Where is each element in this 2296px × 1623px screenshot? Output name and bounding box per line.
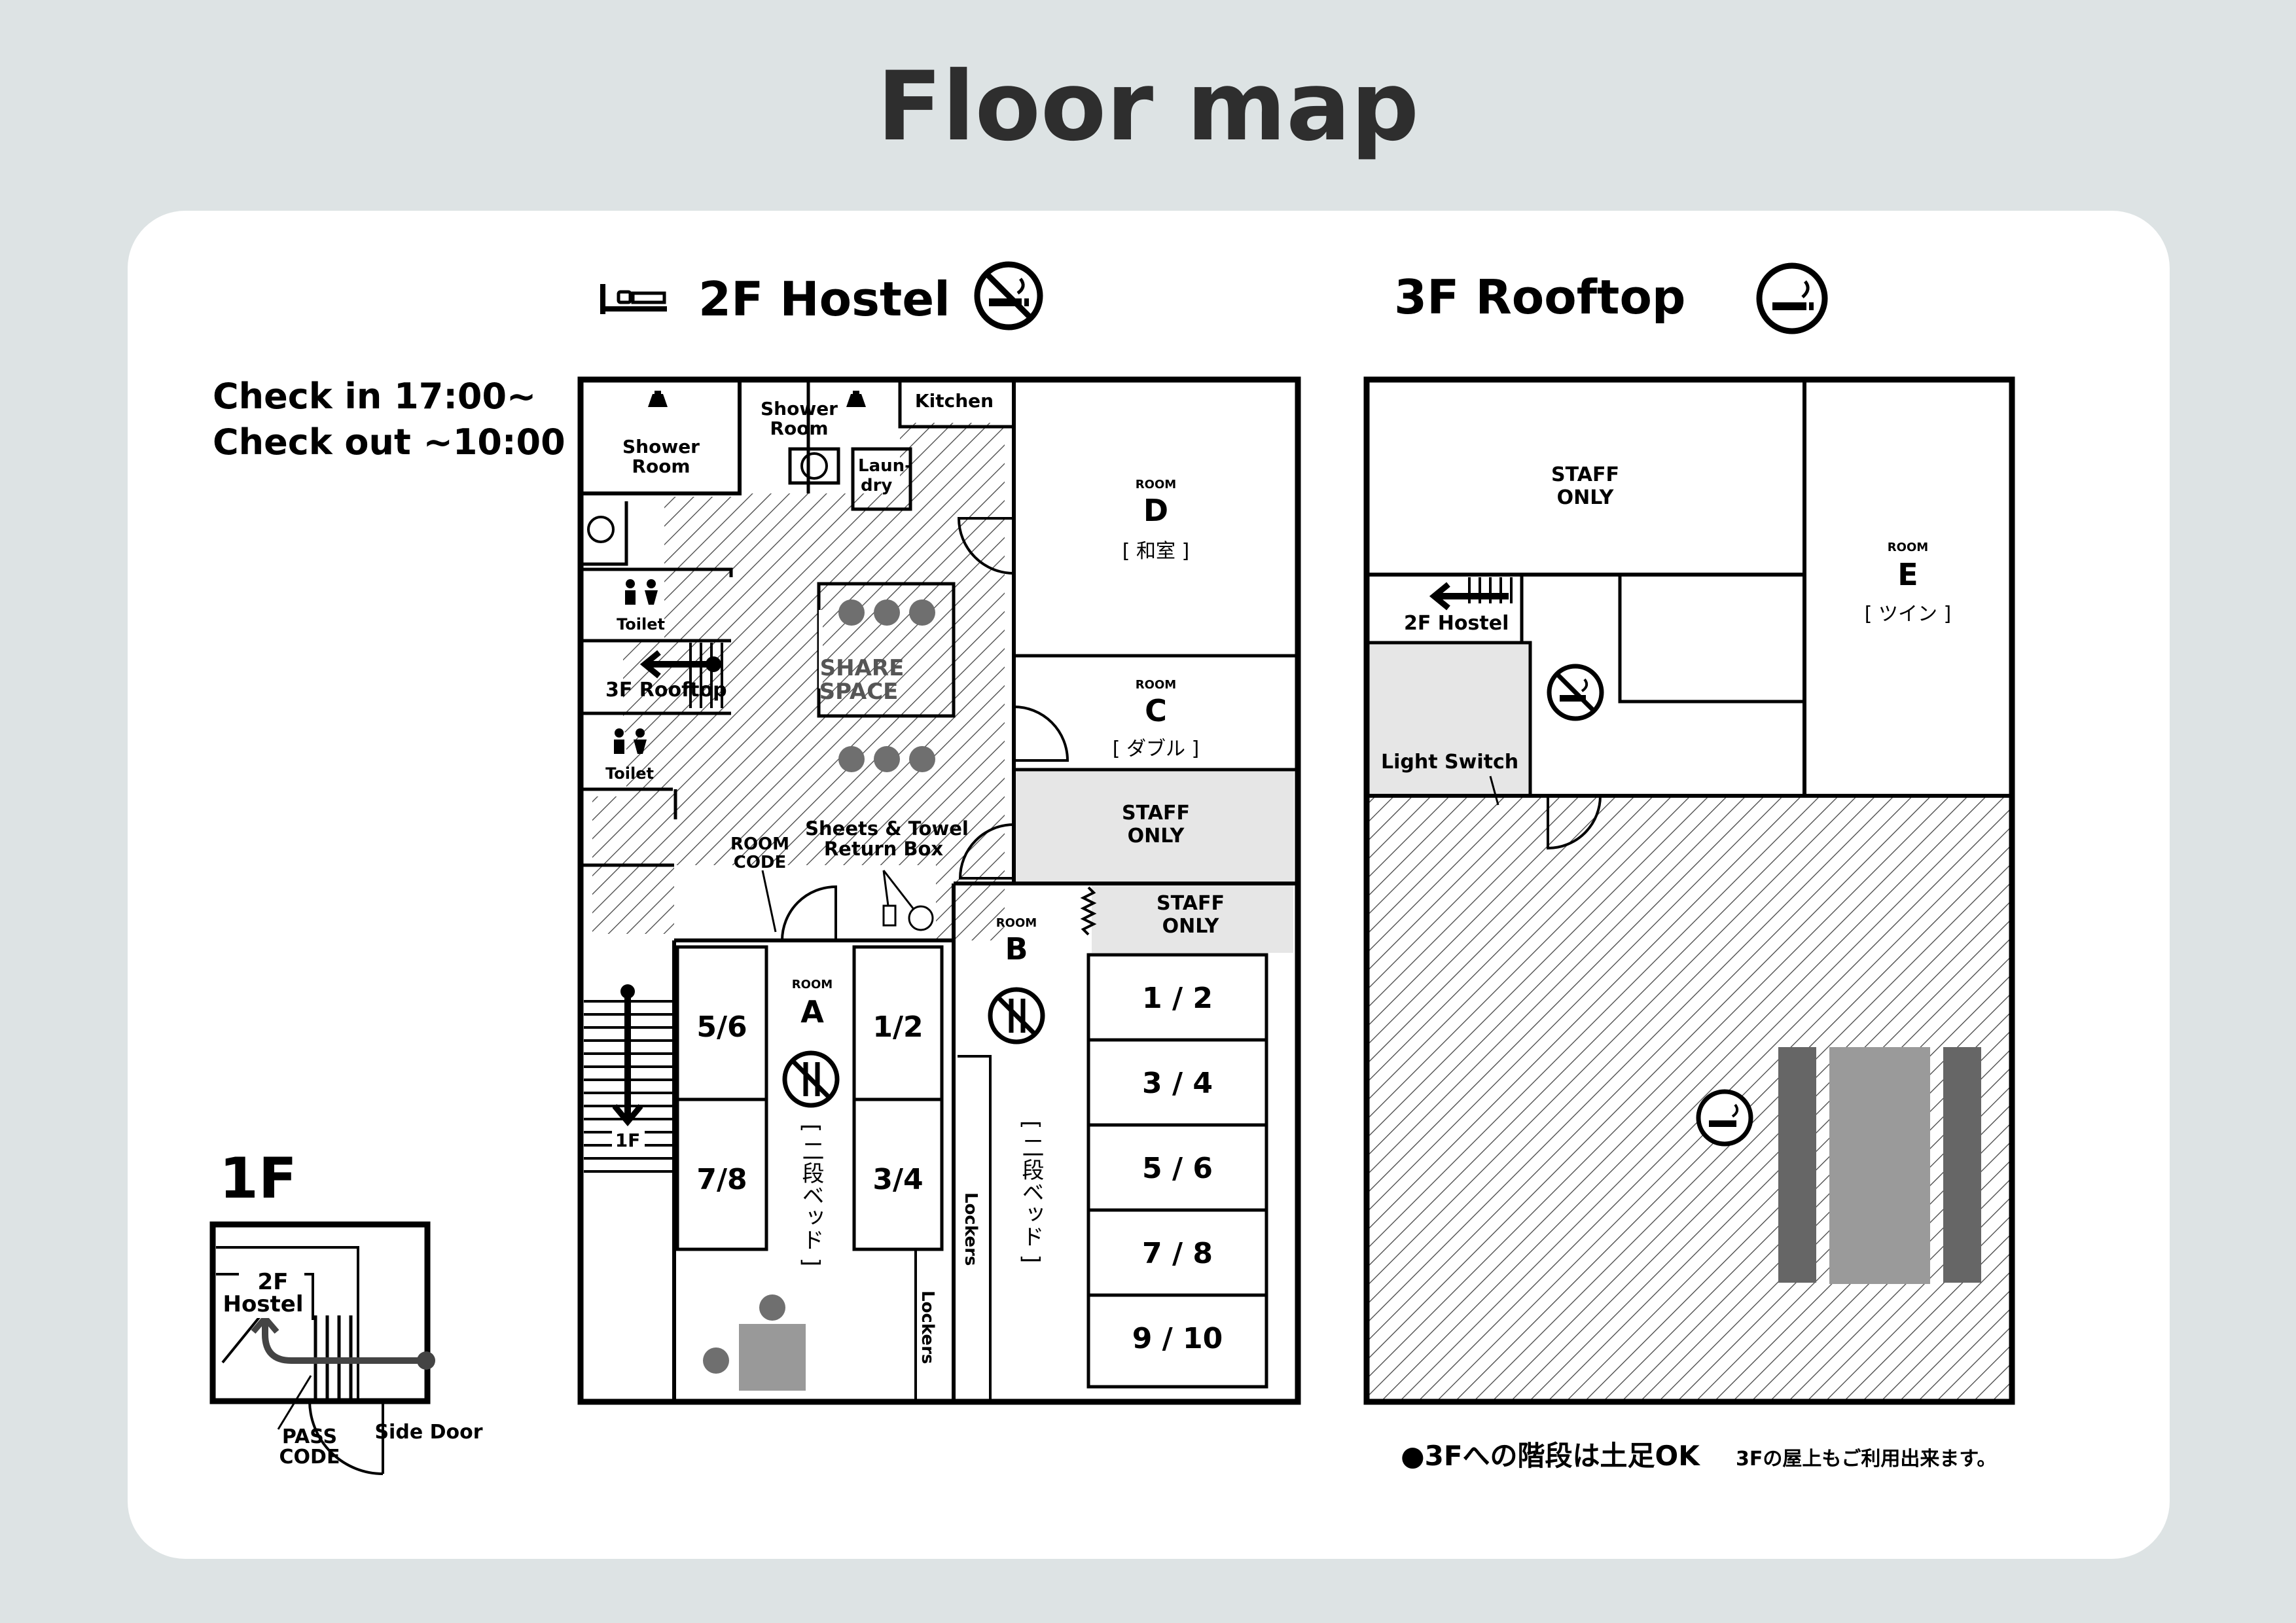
room-c-type: [ ダブル ] [1113, 738, 1199, 760]
1f-stair-label: Hostel [223, 1291, 303, 1317]
room-c-label: C [1145, 693, 1167, 728]
no-food-icon [988, 987, 1045, 1044]
shower-room-label: Room [632, 455, 690, 477]
floor3-heading: 3F Rooftop [1394, 270, 1685, 325]
floor3-plan: STAFF ONLY ROOM E [ ツイン ] 2F Hostel Ligh… [1363, 376, 2015, 1472]
bed-label-a: 3/4 [872, 1163, 923, 1196]
staff-only-label: ONLY [1557, 486, 1615, 509]
1f-stair-label: 1F [615, 1130, 641, 1151]
floor1-plan: 1F 2F Hostel PASS CODE Side Door [209, 1146, 483, 1475]
floor2-plan: Shower Room Shower Room Kitchen Laun- dr… [577, 376, 1301, 1405]
shower-room-label: Shower [622, 436, 700, 457]
bed-label-b: 5 / 6 [1142, 1152, 1213, 1185]
check-in-text: Check in 17:00~ [213, 376, 536, 417]
room-b-label: B [1005, 931, 1028, 967]
room-e-type: [ ツイン ] [1865, 603, 1951, 626]
footnote: 3Fの屋上もご利用出来ます。 [1736, 1448, 1996, 1471]
lockers-label: Lockers [918, 1291, 937, 1364]
return-box-label: Sheets & Towel [805, 817, 969, 840]
smoking-icon [1756, 262, 1828, 334]
staff-only-label: STAFF [1551, 463, 1619, 486]
pass-code-label: PASS [282, 1425, 337, 1448]
room-c-label: ROOM [1136, 678, 1176, 692]
staff-only-label: ONLY [1162, 915, 1220, 938]
light-switch-label: Light Switch [1381, 751, 1518, 774]
floor-map: Check in 17:00~ Check out ~10:00 2F Host… [209, 261, 2015, 1475]
share-space-label: SPACE [819, 679, 899, 705]
room-code-label: ROOM [730, 834, 789, 854]
staff-only-label: STAFF [1122, 802, 1190, 825]
smoking-icon [1696, 1089, 1753, 1147]
room-a-type: [ 二段ベッド ] [798, 1124, 824, 1266]
bed-label-b: 9 / 10 [1132, 1322, 1223, 1355]
room-b-type: [ 二段ベッド ] [1018, 1120, 1044, 1263]
room-d-type: [ 和室 ] [1122, 540, 1189, 563]
bed-label-b: 3 / 4 [1142, 1067, 1213, 1100]
toilet-label: Toilet [617, 615, 665, 633]
no-smoking-icon [974, 261, 1043, 330]
room-code-label: CODE [734, 853, 787, 872]
share-space-label: SHARE [820, 655, 905, 681]
no-smoking-icon [1547, 664, 1604, 721]
rooftop-stair-label: 3F Rooftop [605, 679, 727, 702]
laundry-label: dry [861, 476, 892, 495]
arrow-icon [612, 984, 643, 1127]
2f-stair-label: 2F Hostel [1404, 612, 1509, 635]
bed-label-b: 1 / 2 [1142, 982, 1213, 1015]
floor1-heading: 1F [219, 1146, 297, 1211]
shower-icon [648, 391, 866, 407]
shower-room-label: Shower [761, 398, 838, 419]
arrow-icon [251, 1313, 435, 1370]
shower-room-label: Room [770, 418, 828, 439]
bed-label-a: 5/6 [696, 1010, 747, 1044]
kitchen-label: Kitchen [915, 390, 994, 412]
return-box-label: Return Box [824, 838, 944, 860]
bed-icon [600, 284, 667, 314]
floor2-heading: 2F Hostel [698, 272, 950, 327]
toilet-icon [614, 579, 658, 754]
room-d-label: D [1143, 493, 1168, 528]
floor-map-card: Check in 17:00~ Check out ~10:00 2F Host… [128, 211, 2170, 1559]
arrow-icon [639, 650, 721, 679]
footnote: ●3Fへの階段は土足OK [1401, 1440, 1700, 1472]
no-food-icon [782, 1050, 840, 1108]
room-e-label: E [1897, 557, 1918, 592]
room-b-label: ROOM [996, 916, 1037, 930]
staff-only-label: ONLY [1128, 825, 1185, 847]
room-e-label: ROOM [1888, 541, 1928, 554]
room-a-label: A [800, 994, 824, 1029]
staff-only-label: STAFF [1157, 892, 1225, 915]
bed-label-a: 7/8 [696, 1163, 747, 1196]
laundry-label: Laun- [858, 456, 912, 476]
side-door-label: Side Door [374, 1421, 482, 1444]
page-title: Floor map [876, 51, 1420, 162]
room-a-label: ROOM [792, 978, 833, 991]
bed-label-b: 7 / 8 [1142, 1237, 1213, 1270]
room-d-label: ROOM [1136, 478, 1176, 491]
toilet-label: Toilet [605, 764, 654, 783]
1f-stair-label: 2F [258, 1269, 289, 1295]
bed-label-a: 1/2 [872, 1010, 923, 1044]
check-out-text: Check out ~10:00 [213, 421, 565, 463]
pass-code-label: CODE [279, 1446, 340, 1469]
arrow-icon [1429, 582, 1509, 611]
lockers-label: Lockers [961, 1192, 980, 1266]
